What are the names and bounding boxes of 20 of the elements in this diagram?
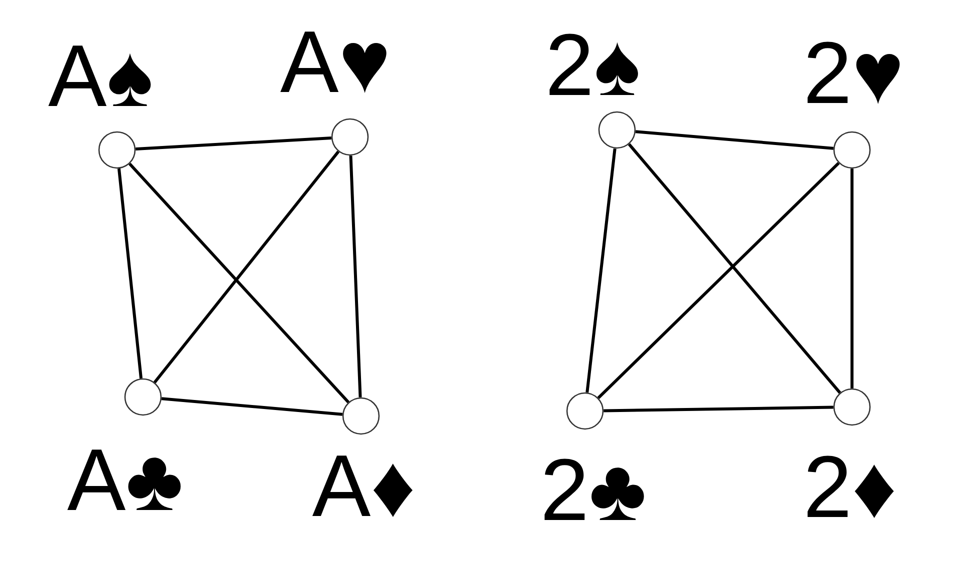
edge-line <box>117 168 143 379</box>
vertex-label: 2♥ <box>808 42 900 104</box>
edge-line <box>850 168 854 388</box>
edge-line <box>628 143 842 394</box>
edge-line <box>128 162 350 404</box>
edge-line <box>136 136 332 150</box>
edge-line <box>161 397 343 416</box>
edge-line <box>349 156 362 398</box>
vertex-label: 2♠ <box>550 34 638 95</box>
edge-line <box>586 148 616 393</box>
edge-line <box>604 406 834 412</box>
edge-line <box>635 130 834 150</box>
vertex-label: A♥ <box>280 32 386 93</box>
edge-line <box>597 162 840 400</box>
vertex-label: A♠ <box>48 46 151 106</box>
edge-line <box>153 150 340 384</box>
vertex-label: A♣ <box>67 450 181 510</box>
vertex-label: 2♣ <box>544 458 644 520</box>
vertex-label: A♦ <box>312 456 413 518</box>
vertex-label: 2♦ <box>808 456 894 518</box>
